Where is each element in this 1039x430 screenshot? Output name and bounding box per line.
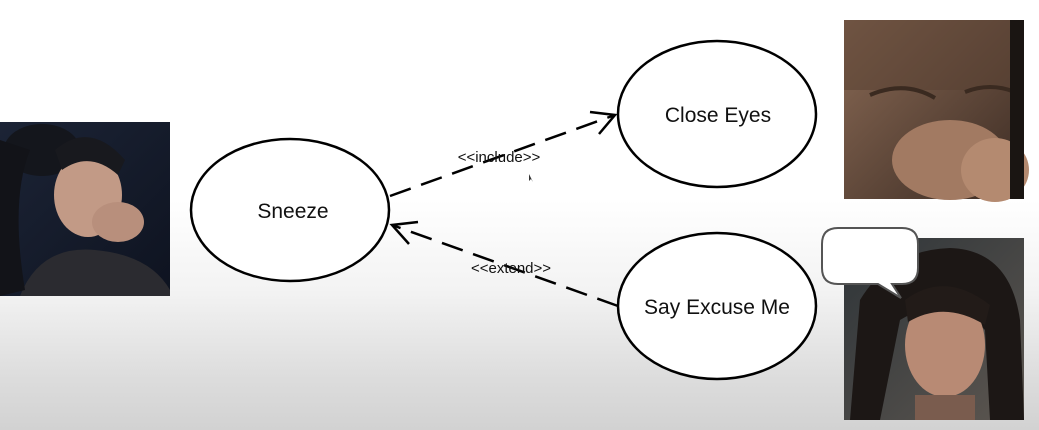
include-label: <<include>> xyxy=(458,149,541,166)
use-case-sneeze: Sneeze xyxy=(189,137,391,283)
say-excuse-me-label: Say Excuse Me xyxy=(644,296,790,319)
close-eyes-label: Close Eyes xyxy=(665,104,771,127)
extend-dashed-line xyxy=(391,223,619,308)
include-dashed-line xyxy=(389,113,616,198)
extend-relationship: <<extend>> xyxy=(389,220,619,308)
sneeze-label: Sneeze xyxy=(257,200,328,223)
extend-arrowhead xyxy=(389,220,419,245)
person-sneezing-photo xyxy=(0,122,170,296)
use-case-close-eyes: Close Eyes xyxy=(616,39,818,189)
person-eyes-closed-photo xyxy=(844,20,1029,202)
speech-bubble xyxy=(821,227,919,299)
use-case-say-excuse-me: Say Excuse Me xyxy=(616,231,818,381)
mouse-cursor-icon xyxy=(529,174,533,182)
include-relationship: <<include>> xyxy=(389,110,618,198)
close-eyes-ellipse xyxy=(616,39,818,189)
sneeze-ellipse xyxy=(189,137,391,283)
extend-label: <<extend>> xyxy=(471,260,551,277)
include-arrowhead xyxy=(589,110,618,135)
